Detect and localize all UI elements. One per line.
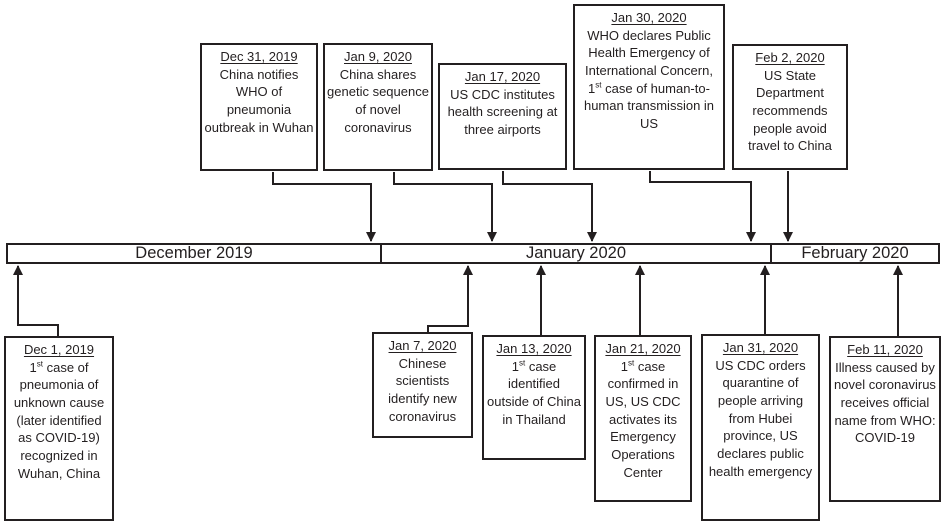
event-text: Chinese scientists identify new coronavi… xyxy=(388,355,457,424)
event-date: Dec 31, 2019 xyxy=(220,49,298,64)
event-box-jan-30-2020: Jan 30, 2020 WHO declares Public Health … xyxy=(573,4,725,170)
event-text: 1 xyxy=(511,358,519,374)
timeline-segment-label: December 2019 xyxy=(135,244,253,262)
event-description: China shares genetic sequence of novel c… xyxy=(327,66,429,137)
event-text-sup: st xyxy=(518,358,526,368)
timeline-segment-december-2019: December 2019 xyxy=(8,245,380,262)
event-description: US CDC institutes health screening at th… xyxy=(442,86,563,139)
event-text: 1 xyxy=(620,358,628,374)
event-text: US CDC institutes health screening at th… xyxy=(447,86,558,138)
event-date: Jan 31, 2020 xyxy=(722,340,799,355)
event-box-jan-21-2020: Jan 21, 2020 1st case confirmed in US, U… xyxy=(594,335,692,502)
event-box-jan-31-2020: Jan 31, 2020 US CDC orders quarantine of… xyxy=(701,334,820,521)
event-text: case of pneumonia of unknown cause (late… xyxy=(13,359,105,481)
event-box-jan-17-2020: Jan 17, 2020 US CDC institutes health sc… xyxy=(438,63,567,170)
event-text: case confirmed in US, US CDC activates i… xyxy=(605,358,681,480)
event-date: Feb 11, 2020 xyxy=(847,342,923,357)
event-text: 1 xyxy=(29,359,37,375)
event-description: WHO declares Public Health Emergency of … xyxy=(577,27,721,133)
event-date: Jan 21, 2020 xyxy=(605,341,681,356)
connector-jan-30 xyxy=(649,171,756,242)
event-text: case identified outside of China in Thai… xyxy=(487,358,581,427)
timeline-segment-january-2020: January 2020 xyxy=(380,245,770,262)
event-box-dec-31-2019: Dec 31, 2019 China notifies WHO of pneum… xyxy=(200,43,318,171)
event-date: Jan 7, 2020 xyxy=(388,338,457,353)
event-date: Jan 17, 2020 xyxy=(464,69,541,84)
event-date: Jan 13, 2020 xyxy=(496,341,572,356)
event-text: US CDC orders quarantine of people arriv… xyxy=(708,357,813,479)
event-description: Illness caused by novel coronavirus rece… xyxy=(833,359,937,447)
event-description: Chinese scientists identify new coronavi… xyxy=(376,355,469,426)
event-text: case of human-to-human transmission in U… xyxy=(583,80,715,132)
event-box-jan-7-2020: Jan 7, 2020 Chinese scientists identify … xyxy=(372,332,473,438)
event-text-sup: st xyxy=(627,358,635,368)
event-description: US CDC orders quarantine of people arriv… xyxy=(705,357,816,481)
timeline-segment-label: February 2020 xyxy=(801,244,909,262)
connector-jan-9 xyxy=(393,172,497,242)
event-date: Jan 30, 2020 xyxy=(611,10,687,25)
connector-dec-1 xyxy=(13,265,59,336)
event-description: 1st case confirmed in US, US CDC activat… xyxy=(598,358,688,482)
connector-jan-7 xyxy=(427,265,473,332)
event-description: 1st case identified outside of China in … xyxy=(486,358,582,429)
connector-jan-17 xyxy=(502,171,597,242)
event-box-dec-1-2019: Dec 1, 2019 1st case of pneumonia of unk… xyxy=(4,336,114,521)
event-text-sup: st xyxy=(36,359,43,369)
event-text: WHO declares Public Health Emergency of … xyxy=(585,27,713,96)
timeline-segment-label: January 2020 xyxy=(526,244,626,262)
event-box-jan-13-2020: Jan 13, 2020 1st case identified outside… xyxy=(482,335,586,460)
event-description: 1st case of pneumonia of unknown cause (… xyxy=(8,359,110,483)
event-text: US State Department recommends people av… xyxy=(748,67,832,154)
event-description: US State Department recommends people av… xyxy=(736,67,844,155)
event-text: China notifies WHO of pneumonia outbreak… xyxy=(204,66,314,135)
connector-dec-31 xyxy=(272,172,376,242)
event-date: Dec 1, 2019 xyxy=(23,342,95,357)
timeline-segment-february-2020: February 2020 xyxy=(770,245,938,262)
event-box-feb-2-2020: Feb 2, 2020 US State Department recommen… xyxy=(732,44,848,170)
event-text: China shares genetic sequence of novel c… xyxy=(327,66,429,135)
event-date: Jan 9, 2020 xyxy=(344,49,412,64)
event-date: Feb 2, 2020 xyxy=(755,50,825,65)
event-text: Illness caused by novel coronavirus rece… xyxy=(834,359,936,446)
event-text-sup: st xyxy=(595,80,602,90)
timeline-bar: December 2019 January 2020 February 2020 xyxy=(6,243,940,264)
event-description: China notifies WHO of pneumonia outbreak… xyxy=(204,66,314,137)
event-box-feb-11-2020: Feb 11, 2020 Illness caused by novel cor… xyxy=(829,336,941,502)
event-box-jan-9-2020: Jan 9, 2020 China shares genetic sequenc… xyxy=(323,43,433,171)
